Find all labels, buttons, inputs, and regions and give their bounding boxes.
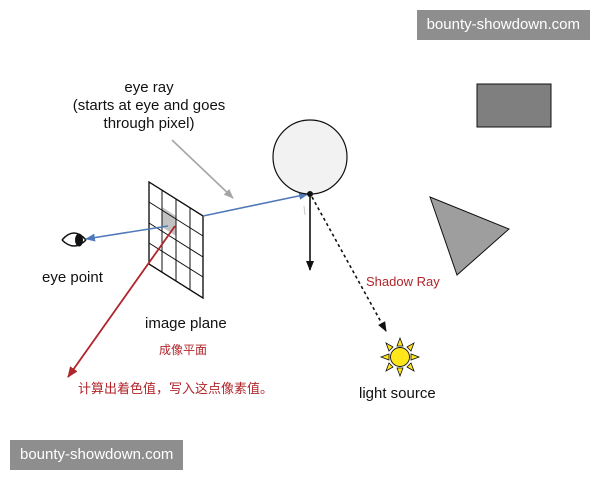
eye-point-label: eye point <box>42 269 104 286</box>
label-pointer-arrow <box>171 139 234 199</box>
triangle-object <box>429 196 510 276</box>
watermark-top: bounty-showdown.com <box>416 10 590 40</box>
eye-ray-label-line2: (starts at eye and goes <box>73 97 226 114</box>
sphere-object <box>272 119 348 195</box>
eye-icon <box>61 232 87 247</box>
image-plane-label: image plane <box>145 315 227 332</box>
shadow-ray-label: Shadow Ray <box>366 274 440 289</box>
eye-ray-front-segment <box>202 191 309 217</box>
hit-point <box>307 191 313 197</box>
pixel-annotation-arrow <box>67 225 176 378</box>
image-plane-grid <box>148 180 204 300</box>
eye-ray-back-segment <box>85 225 169 242</box>
sun-icon <box>379 336 421 378</box>
light-source-label: light source <box>359 385 436 402</box>
pixel-note-cn: 计算出着色值，写入这点像素值。 <box>78 381 273 397</box>
shadow-ray <box>311 196 387 332</box>
eye-ray-label-line3: through pixel) <box>104 115 195 132</box>
rectangle-object <box>476 83 552 128</box>
image-plane-cn-label: 成像平面 <box>159 343 207 357</box>
hit-tick <box>303 205 306 216</box>
eye-ray-label-line1: eye ray <box>124 79 174 96</box>
watermark-bottom: bounty-showdown.com <box>10 440 184 470</box>
